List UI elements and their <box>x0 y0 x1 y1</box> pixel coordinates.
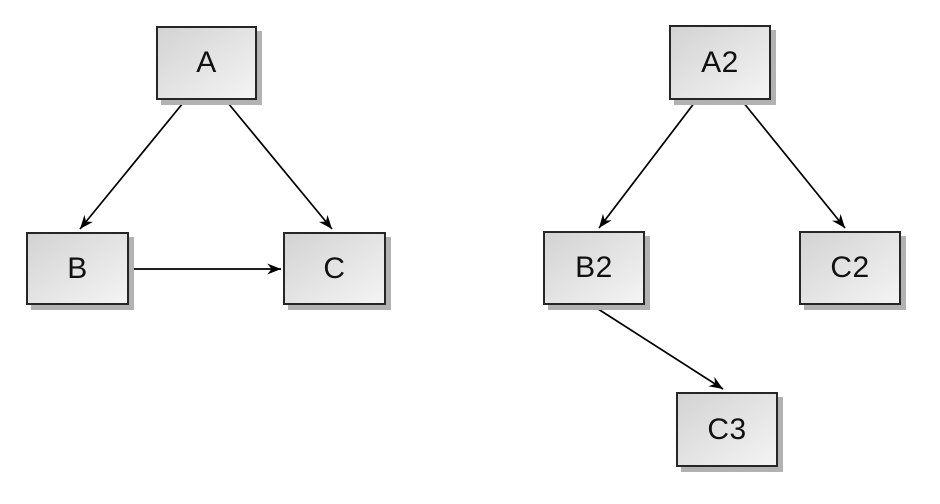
node-C2: C2 <box>799 231 901 305</box>
node-B: B <box>26 232 129 305</box>
edge-A2-C2 <box>742 101 846 229</box>
node-C2-label: C2 <box>830 251 870 284</box>
node-C3: C3 <box>676 392 778 467</box>
edge-A2-B2 <box>598 101 696 229</box>
node-B2-label: B2 <box>575 251 613 284</box>
node-C: C <box>283 232 386 305</box>
node-A-label: A <box>196 46 217 79</box>
node-C-label: C <box>323 251 346 285</box>
node-B-label: B <box>67 251 88 285</box>
node-A2-label: A2 <box>701 45 739 79</box>
node-B2: B2 <box>543 231 645 305</box>
node-A2: A2 <box>669 25 771 100</box>
edge-B2-C3 <box>594 306 724 390</box>
edge-A-C <box>227 102 333 230</box>
node-A: A <box>156 26 257 100</box>
node-C3-label: C3 <box>707 412 747 446</box>
edge-A-B <box>79 102 184 230</box>
